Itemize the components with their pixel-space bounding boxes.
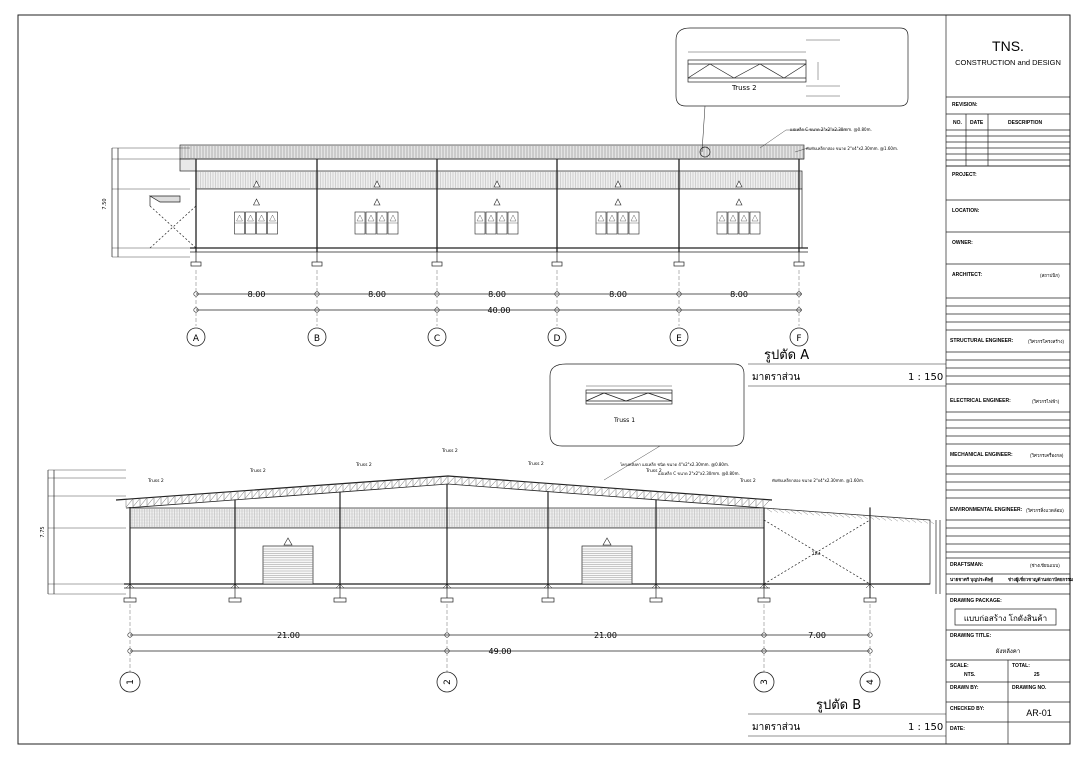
environmental-label: ENVIRONMENTAL ENGINEER:	[950, 507, 1023, 513]
truss-label: Truss 2	[739, 478, 756, 484]
mechanical-role: (วิศวกรเครื่องกล)	[1030, 453, 1064, 458]
date-label: DATE:	[950, 726, 965, 732]
draftsman-role: (ช่างเขียนแบบ)	[1030, 563, 1060, 568]
truss-label: Truss 2	[645, 468, 662, 474]
section-b-note-3: ทับทับเหล็กกล่อง ขนาด 2"x4"x2.30mm. @1.6…	[772, 477, 864, 483]
section-b-title: รูปตัด B	[816, 698, 861, 713]
electrical-label: ELECTRICAL ENGINEER:	[950, 398, 1011, 404]
section-b-height-dim: 7.75	[40, 526, 46, 537]
bay-dimension: 8.00	[248, 290, 266, 299]
grid-bubble-c	[427, 327, 447, 347]
title-block	[945, 14, 1071, 745]
drawing-package-label: DRAWING PACKAGE:	[950, 598, 1002, 604]
truss-label: Truss 2	[355, 462, 372, 468]
location-label: LOCATION:	[952, 208, 980, 214]
bay-dimension: 7.00	[808, 631, 826, 640]
grid-bubble-f	[789, 327, 809, 347]
grid-bubble-d	[547, 327, 567, 347]
draftsman-name: นายชาตรี บุญประดิษฐ์	[950, 577, 994, 582]
revision-label: REVISION:	[952, 102, 978, 108]
truss-label: Truss 2	[441, 448, 458, 454]
section-a-note-1: แปเหล็ก C ขนาด 2"x2"x2.30mm. @0.80m.	[790, 126, 872, 132]
rev-desc-header: DESCRIPTION	[1008, 120, 1043, 126]
total-label: TOTAL:	[1012, 663, 1030, 669]
section-a-scale-label: มาตราส่วน	[752, 372, 800, 383]
grid-bubble-4	[859, 671, 881, 693]
section-b-scale-label: มาตราส่วน	[752, 722, 800, 733]
drawing-title-name: ผังหลังคา	[995, 649, 1021, 655]
drawing-package-name: แบบก่อสร้าง โกดังสินค้า	[963, 614, 1048, 623]
bay-dimension: 8.00	[368, 290, 386, 299]
drawing-no-label: DRAWING NO.	[1012, 685, 1047, 691]
draftsman-label: DRAFTSMAN:	[950, 562, 984, 568]
draftsman-cert: ช่างผู้เชี่ยวชาญด้านสถาปัตยกรรม	[1008, 577, 1074, 582]
bay-dimension: 21.00	[594, 631, 617, 640]
grid-label: A	[193, 334, 200, 344]
grid-label: 2	[443, 679, 453, 685]
scale-value: NTS.	[964, 672, 976, 678]
electrical-role: (วิศวกรไฟฟ้า)	[1032, 399, 1060, 404]
rev-date-header: DATE	[970, 120, 984, 126]
truss-label: Truss 2	[249, 468, 266, 474]
section-b-drawing	[47, 363, 946, 737]
section-b-note-2: แปเหล็ก C ขนาด 2"x2"x2.30mm. @0.80m.	[658, 470, 740, 476]
environmental-role: (วิศวกรสิ่งแวดล้อม)	[1026, 508, 1064, 513]
grid-bubble-2	[436, 671, 458, 693]
section-b-total-dim: 49.00	[489, 647, 512, 656]
rev-no-header: NO.	[953, 120, 962, 126]
grid-label: C	[434, 334, 440, 344]
bay-dimension: 8.00	[609, 290, 627, 299]
drawing-title-label: DRAWING TITLE:	[950, 633, 992, 639]
grid-label: 4	[866, 679, 876, 685]
section-b-void-label: โล่ง	[812, 550, 821, 557]
bay-dimension: 8.00	[488, 290, 506, 299]
architect-role: (สถาปนิก)	[1040, 273, 1060, 278]
grid-label: E	[676, 334, 682, 344]
section-b-annotations: รูปตัด B มาตราส่วน 1 : 150 49.00 Truss 1…	[40, 417, 943, 733]
section-a-height-dim: 7.50	[102, 198, 108, 209]
section-a-title: รูปตัด A	[764, 348, 809, 363]
grid-bubble-a	[186, 327, 206, 347]
company-subtitle: CONSTRUCTION and DESIGN	[955, 58, 1061, 67]
grid-label: B	[314, 334, 320, 344]
section-b-note-1: โครงหลังคา แปเหล็ก ชนิด ขนาด 4"x2"x2.30m…	[620, 461, 729, 467]
structural-role: (วิศวกรโครงสร้าง)	[1028, 339, 1064, 344]
bay-dimension: 8.00	[730, 290, 748, 299]
section-a-detail-label: Truss 2	[731, 84, 757, 92]
checked-by-label: CHECKED BY:	[950, 706, 985, 712]
grid-bubble-b	[307, 327, 327, 347]
section-a-note-2: ทับทับเหล็กกล่อง ขนาด 2"x4"x2.30mm. @1.6…	[806, 145, 898, 151]
drawn-by-label: DRAWN BY:	[950, 685, 979, 691]
grid-label: 1	[126, 679, 136, 685]
total-value: 25	[1034, 672, 1040, 678]
company-name: TNS.	[992, 38, 1024, 54]
scale-label: SCALE:	[950, 663, 969, 669]
truss-label: Truss 2	[147, 478, 164, 484]
mechanical-label: MECHANICAL ENGINEER:	[950, 452, 1013, 458]
grid-bubble-1	[119, 671, 141, 693]
section-a-scale: 1 : 150	[908, 372, 943, 383]
bay-dimension: 21.00	[277, 631, 300, 640]
section-a-drawing	[111, 27, 946, 387]
grid-label: 3	[760, 679, 770, 685]
section-a-annotations: รูปตัด A มาตราส่วน 1 : 150 40.00 Truss 2…	[102, 84, 943, 383]
grid-bubble-3	[753, 671, 775, 693]
grid-label: F	[796, 334, 801, 344]
structural-label: STRUCTURAL ENGINEER:	[950, 338, 1014, 344]
grid-bubble-e	[669, 327, 689, 347]
truss-label: Truss 2	[527, 461, 544, 467]
section-a-total-dim: 40.00	[488, 306, 511, 315]
project-label: PROJECT:	[952, 172, 977, 178]
grid-label: D	[554, 334, 561, 344]
architect-label: ARCHITECT:	[952, 272, 982, 278]
section-b-scale: 1 : 150	[908, 722, 943, 733]
sheet-number: AR-01	[1026, 708, 1052, 718]
owner-label: OWNER:	[952, 240, 973, 246]
section-b-detail-label: Truss 1	[613, 417, 635, 424]
